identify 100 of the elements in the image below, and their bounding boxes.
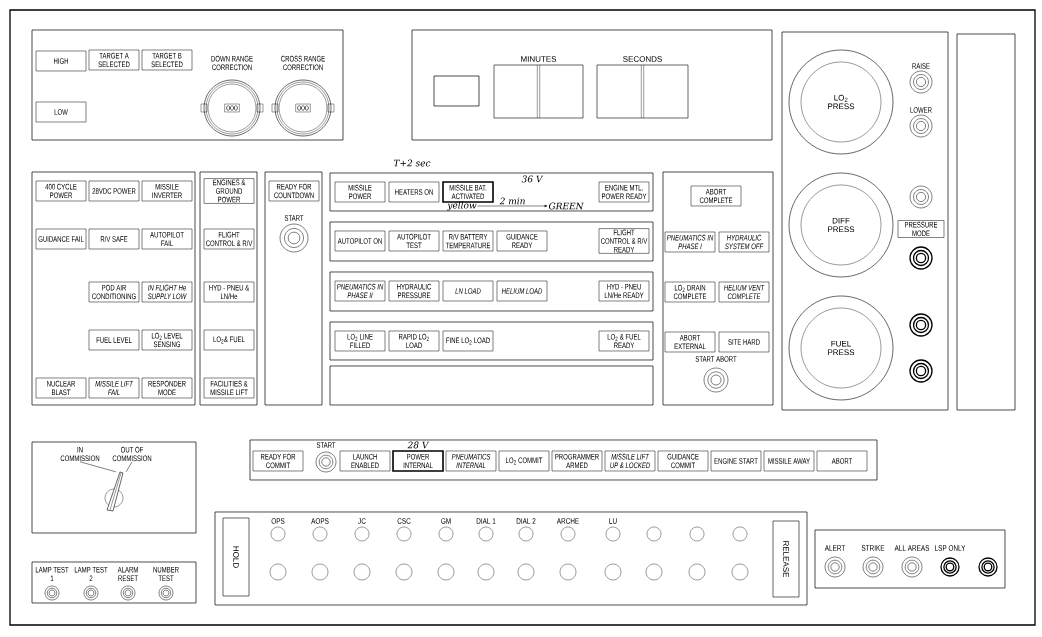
indicator-box: HEATERS ON <box>388 181 440 203</box>
lamp-label: JC <box>358 518 366 524</box>
panel <box>31 171 196 406</box>
pressure-gauge: FUEL PRESS <box>788 295 894 401</box>
indicator-box: MISSILE INVERTER <box>141 180 193 202</box>
indicator-box: TARGET B SELECTED <box>141 49 193 71</box>
knob-label: START <box>284 215 304 221</box>
indicator-box: R/V SAFE <box>88 228 140 250</box>
lamp-label: DIAL 1 <box>476 518 496 524</box>
indicator-box: PNEUMATICS INTERNAL <box>445 450 497 472</box>
indicator-box: LO$_{2}$ DRAIN COMPLETE <box>664 281 716 303</box>
lamp-label: LU <box>609 518 617 524</box>
indicator-box: HELIUM VENT COMPLETE <box>718 281 770 303</box>
panel <box>264 171 323 406</box>
lamp-label: AOPS <box>311 518 329 524</box>
indicator-strip <box>329 221 654 262</box>
panel <box>31 561 197 604</box>
indicator-box: AUTOPILOT TEST <box>388 230 440 252</box>
lamp-label: CSC <box>397 518 411 524</box>
indicator-box: PROGRAMMER ARMED <box>551 450 603 472</box>
counter-display: SECONDS <box>596 56 689 119</box>
panel <box>662 171 774 406</box>
indicator-box: TARGET A SELECTED <box>88 49 140 71</box>
indicator-box: GUIDANCE READY <box>496 230 548 252</box>
indicator-box: NUCLEAR BLAST <box>35 377 87 399</box>
lamp-label: GM <box>441 518 451 524</box>
indicator-box: READY FOR COUNTDOWN <box>268 180 320 202</box>
indicator-box: PRESSURE MODE <box>897 220 945 238</box>
indicator-box: RESPONDER MODE <box>141 377 193 399</box>
switch-position-label: OUT OF COMMISSION <box>112 446 152 462</box>
indicator-box: HYD - PNEU & LN/He <box>203 281 255 303</box>
lamp-label: ALERT <box>824 545 846 551</box>
indicator-strip <box>329 321 654 361</box>
indicator-strip <box>329 365 654 406</box>
arrow <box>477 204 548 208</box>
indicator-box: MISSILE LIFT FAIL <box>88 377 140 399</box>
panel <box>249 439 878 481</box>
indicator-box: MISSILE BAT. ACTIVATED <box>442 181 494 203</box>
lamp-label: ALL AREAS <box>894 545 930 551</box>
indicator-box: HIGH <box>35 50 87 72</box>
indicator-box: POWER INTERNAL <box>392 450 444 472</box>
indicator-box: PNEUMATICS IN PHASE I <box>664 231 716 253</box>
edge-label: 2 min <box>499 197 526 205</box>
indicator-box: LO$_{2}$ LINE FILLED <box>334 330 386 352</box>
indicator-box: ENGINES & GROUND POWER <box>203 178 255 204</box>
indicator-box: MISSILE AWAY <box>763 450 815 472</box>
leader-line <box>125 461 133 473</box>
knob-label: RAISE <box>912 63 930 69</box>
pressure-gauge: LO$_{2}$ PRESS <box>788 49 894 155</box>
indicator-box: MISSILE LIFT UP & LOCKED <box>604 450 656 472</box>
panel <box>814 529 1006 589</box>
panel <box>411 29 773 141</box>
indicator-box: LO$_{2}$ & FUEL READY <box>598 330 650 352</box>
knob-label: START ABORT <box>695 356 737 362</box>
indicator-strip <box>329 172 654 212</box>
indicator-box: HELIUM LOAD <box>496 280 548 302</box>
node-label: MINUTES <box>521 56 557 62</box>
indicator-box: 400 CYCLE POWER <box>35 180 87 202</box>
switch-position-label: IN COMMISSION <box>60 446 100 462</box>
counter-display: MINUTES <box>493 56 584 119</box>
panel <box>31 29 344 141</box>
indicator-box: FINE LO$_{2}$ LOAD <box>442 330 494 352</box>
indicator-box: LAUNCH ENABLED <box>339 450 391 472</box>
indicator-box: LN LOAD <box>442 280 494 302</box>
push-button: HOLD <box>222 517 250 597</box>
indicator-box: FACILITIES & MISSILE LIFT <box>203 377 255 399</box>
indicator-strip <box>329 271 654 312</box>
indicator-box: RAPID LO$_{2}$ LOAD <box>388 330 440 352</box>
panel <box>31 441 197 534</box>
panel <box>214 511 808 606</box>
selector-knob <box>104 471 124 512</box>
node-label: SECONDS <box>623 56 662 62</box>
knob-label: LOWER <box>910 107 932 113</box>
indicator-box: FLIGHT CONTROL & R/V <box>203 228 255 250</box>
panel <box>956 33 1016 411</box>
indicator-box: AUTOPILOT FAIL <box>141 228 193 250</box>
indicator-box: AUTOPILOT ON <box>334 230 386 252</box>
indicator-box: ABORT <box>816 450 868 472</box>
knob-label: ALARM RESET <box>117 566 138 582</box>
indicator-box: HYDRAULIC PRESSURE <box>388 280 440 302</box>
indicator-box: SITE HARD <box>718 331 770 353</box>
indicator-box: FUEL LEVEL <box>88 329 140 351</box>
handwritten-note: 28 V <box>407 441 430 449</box>
node-label: DOWN RANGE CORRECTION <box>211 55 253 71</box>
pressure-gauge: DIFF PRESS <box>788 172 894 278</box>
indicator-box: MISSILE POWER <box>334 181 386 203</box>
handwritten-note: yellow <box>447 201 477 211</box>
indicator-box: HYD - PNEU LN/He READY <box>598 280 650 302</box>
indicator-box: HYDRAULIC SYSTEM OFF <box>718 231 770 253</box>
indicator-box: LO$_{2}$& FUEL <box>203 329 255 351</box>
lamp-label: DIAL 2 <box>516 518 536 524</box>
indicator-box: LO$_{2}$ COMMIT <box>498 450 550 472</box>
handwritten-note: 36 V <box>521 175 544 183</box>
knob-label: LAMP TEST 1 <box>35 566 69 582</box>
node-label: CROSS RANGE CORRECTION <box>281 55 325 71</box>
indicator-box: 28VDC POWER <box>88 180 140 202</box>
indicator-box: READY FOR COMMIT <box>252 450 304 472</box>
indicator-box: GUIDANCE FAIL <box>35 228 87 250</box>
indicator-box: IN FLIGHT He SUPPLY LOW <box>141 281 193 303</box>
indicator-box: ABORT EXTERNAL <box>664 331 716 353</box>
